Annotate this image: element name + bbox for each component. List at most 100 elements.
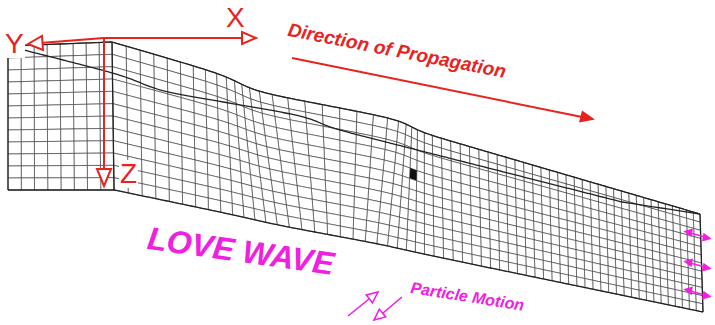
end-motion-arrows	[685, 230, 710, 299]
particle-arrow-line	[383, 297, 402, 313]
mesh-cell	[8, 154, 21, 166]
mesh-cell	[21, 93, 34, 105]
mesh-cell	[74, 153, 87, 165]
mesh-cell	[34, 57, 47, 70]
mesh-cell	[61, 166, 74, 178]
mesh-cell	[74, 178, 87, 190]
block-edge	[622, 202, 700, 214]
end-arrowhead	[685, 288, 692, 295]
mesh-cell	[21, 81, 34, 93]
mesh-cell	[99, 54, 112, 67]
axis-label: Z	[119, 160, 138, 188]
mesh-cell	[34, 69, 47, 82]
mesh-cell	[61, 141, 74, 153]
end-arrow-line	[690, 291, 705, 295]
mesh-cell	[48, 141, 61, 153]
mesh-cell	[8, 166, 21, 178]
block-edge	[8, 46, 622, 202]
z-axis	[103, 38, 105, 170]
mesh-cell	[21, 57, 34, 70]
mesh-cell	[87, 92, 100, 105]
mesh-cell	[73, 80, 86, 93]
particle-arrow-line	[348, 299, 369, 316]
end-arrowhead	[703, 292, 710, 299]
mesh-cell	[8, 58, 21, 70]
end-arrowhead	[703, 264, 710, 271]
mesh-cell	[48, 166, 61, 178]
end-face	[8, 42, 114, 190]
mesh-cell	[34, 178, 47, 190]
block-edge	[8, 189, 114, 190]
mesh-cell	[87, 153, 100, 165]
mesh-cell	[8, 130, 21, 142]
mesh-cell	[100, 141, 113, 153]
z-arrowhead	[97, 169, 111, 186]
mesh-cell	[100, 116, 113, 129]
mesh-cell	[99, 79, 112, 92]
mesh-cell	[100, 91, 113, 104]
mesh-cell	[47, 81, 60, 94]
mesh-block	[8, 42, 703, 312]
mesh-cell	[87, 104, 100, 117]
y-axis	[40, 38, 104, 43]
mesh-cell	[60, 68, 73, 81]
mesh-cell	[34, 142, 47, 154]
mesh-cell	[21, 166, 34, 178]
axis-label: X	[226, 4, 245, 32]
particle-motion-arrows	[348, 292, 402, 320]
mesh-cell	[8, 178, 21, 190]
mesh-cell	[8, 106, 21, 118]
mesh-cell	[99, 42, 112, 55]
mesh-cell	[47, 68, 60, 81]
mesh-cell	[60, 44, 73, 57]
x-arrowhead	[242, 32, 256, 44]
motion-label: Particle Motion	[409, 280, 525, 314]
mesh-cell	[86, 43, 99, 56]
mesh-cell	[8, 118, 21, 130]
mesh-cell	[74, 117, 87, 129]
block-edge	[114, 190, 703, 312]
mesh-cell	[73, 92, 86, 105]
mesh-cell	[8, 70, 21, 82]
mesh-cell	[74, 166, 87, 178]
mesh-cell	[61, 153, 74, 165]
block-edge	[7, 46, 8, 190]
mesh-cell	[8, 82, 21, 94]
mesh-cell	[47, 129, 60, 141]
end-arrow-line	[690, 263, 705, 267]
direction-label: Direction of Propagation	[286, 20, 507, 81]
mesh-cell	[21, 142, 34, 154]
mesh-cell	[87, 129, 100, 141]
mesh-cell	[86, 55, 99, 68]
y-arrowhead	[28, 36, 43, 50]
mesh-cell	[60, 92, 73, 105]
mesh-cell	[73, 43, 86, 56]
mesh-cell	[34, 105, 47, 117]
x-axis	[104, 37, 246, 39]
mesh-cell	[74, 129, 87, 141]
mesh-cell	[74, 104, 87, 117]
mesh-cell	[73, 68, 86, 81]
mesh-cell	[34, 129, 47, 141]
mesh-cell	[61, 178, 74, 190]
mesh-cell	[21, 118, 34, 130]
mesh-cell	[21, 178, 34, 190]
mesh-cell	[47, 117, 60, 129]
mesh-cell	[87, 178, 100, 190]
mesh-cell	[47, 93, 60, 105]
mesh-cell	[8, 142, 21, 154]
mesh-cell	[60, 105, 73, 117]
mesh-cell	[61, 129, 74, 141]
mesh-cell	[60, 80, 73, 93]
mesh-cell	[100, 153, 113, 165]
mesh-cell	[21, 154, 34, 166]
side-face	[112, 42, 703, 312]
axes	[28, 32, 256, 186]
mesh-cell	[61, 117, 74, 129]
mesh-cell	[100, 128, 113, 141]
mesh-cell	[86, 79, 99, 92]
block-edge	[112, 42, 114, 190]
mesh-cell	[8, 94, 21, 106]
propagation-arrowhead	[579, 111, 595, 123]
